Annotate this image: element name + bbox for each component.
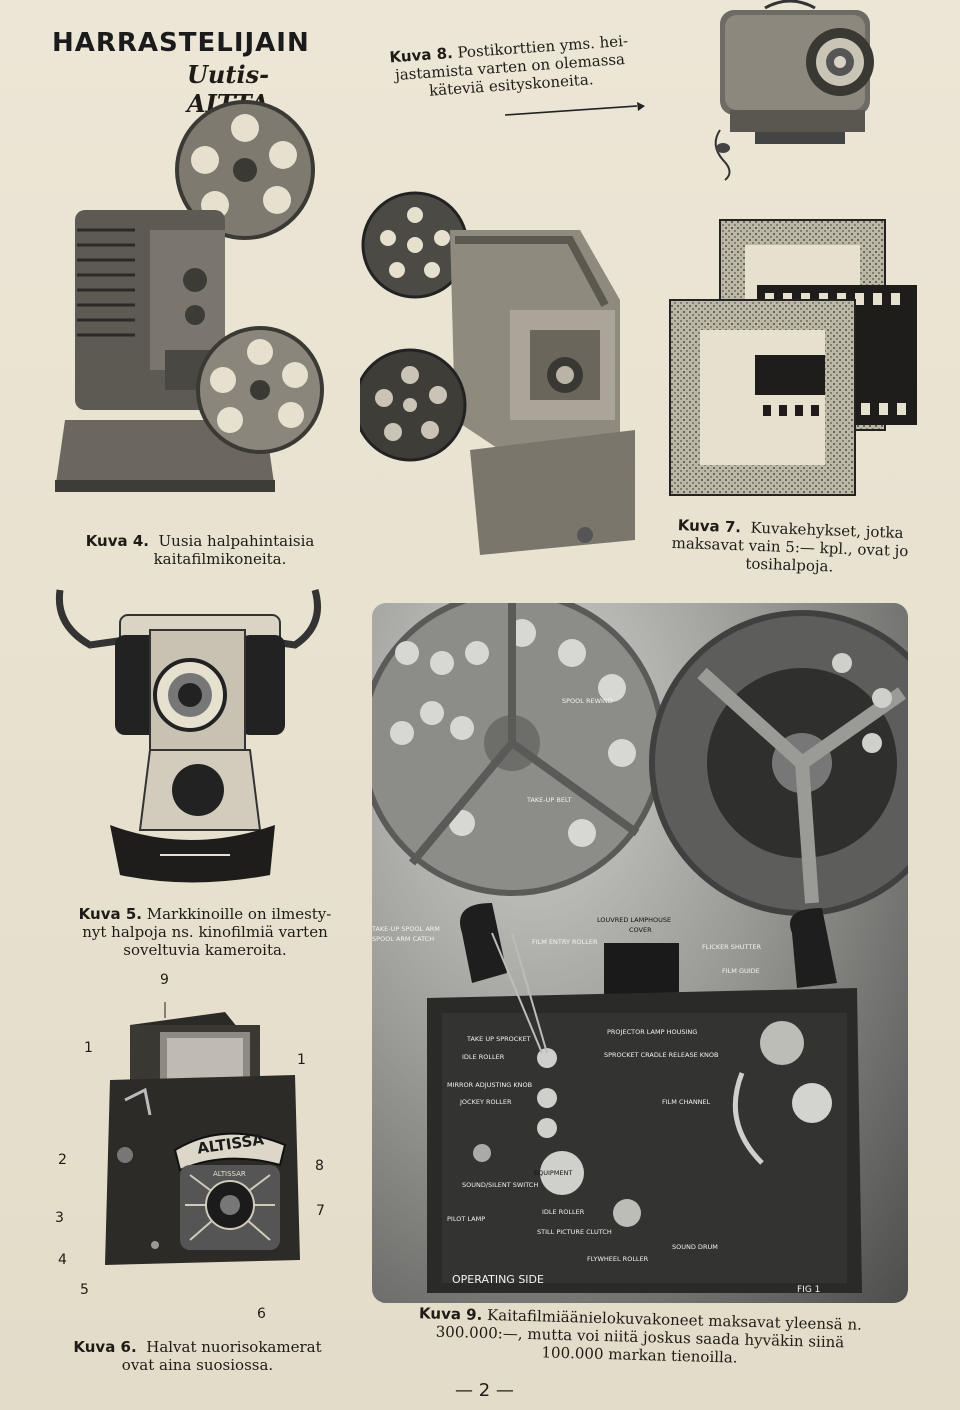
caption-kuva4: Kuva 4. Uusia halpahintaisia kaitafilmik…: [55, 532, 345, 568]
caption-kuva7: Kuva 7. Kuvakehykset, jotka maksavat vai…: [649, 515, 931, 579]
slide-frames-illustration: [665, 215, 925, 505]
photo-label: TAKE-UP SPOOL ARM: [372, 925, 440, 933]
photo-label: FILM ENTRY ROLLER: [532, 938, 598, 946]
photo-label: IDLE ROLLER: [542, 1208, 585, 1216]
sound-projector-photo: SPOOL REWIND TAKE-UP BELT TAKE-UP SPOOL …: [372, 603, 908, 1303]
caption-text: Uusia halpahintaisia: [158, 532, 315, 550]
caption-label: Kuva 5.: [78, 905, 142, 923]
caption-kuva6: Kuva 6. Halvat nuorisokamerat ovat aina …: [55, 1338, 340, 1374]
camera-lens-text: ALTISSAR: [213, 1170, 246, 1178]
callout-number: 1: [84, 1040, 93, 1056]
caption-label: Kuva 4.: [85, 532, 149, 550]
callout-number: 5: [80, 1282, 89, 1298]
photo-label: FLICKER SHUTTER: [702, 943, 761, 951]
callout-number: 8: [315, 1158, 324, 1174]
masthead: HARRASTELIJAIN Uutis-AITTA: [52, 28, 342, 118]
caption-kuva5: Kuva 5. Markkinoille on ilmesty- nyt hal…: [55, 905, 355, 959]
projector-illustration-middle: [360, 170, 650, 560]
photo-label: FIG 1: [797, 1285, 821, 1295]
photo-label: TAKE-UP BELT: [527, 796, 572, 804]
photo-label: PILOT LAMP: [447, 1215, 486, 1223]
photo-label: PROJECTOR LAMP HOUSING: [607, 1028, 698, 1036]
box-camera-illustration: ALTISSA ALTISSAR: [85, 990, 325, 1290]
masthead-line1: HARRASTELIJAIN: [52, 28, 310, 58]
photo-label: COVER: [629, 926, 652, 934]
photo-label: OPERATING SIDE: [452, 1273, 544, 1286]
projector-illustration-left: [55, 100, 335, 500]
photo-label: SOUND DRUM: [672, 1243, 718, 1251]
photo-label: SPROCKET CRADLE RELEASE KNOB: [604, 1051, 719, 1059]
photo-label: FILM GUIDE: [722, 967, 760, 975]
callout-number: 9: [160, 972, 169, 988]
photo-label: FILM CHANNEL: [662, 1098, 711, 1106]
callout-number: 4: [58, 1252, 67, 1268]
caption-text: Markkinoille on ilmesty-: [146, 905, 332, 923]
photo-label: FLYWHEEL ROLLER: [587, 1255, 649, 1263]
page-number: — 2 —: [455, 1380, 514, 1401]
callout-number: 7: [316, 1203, 325, 1219]
arrow-illustration: [505, 100, 645, 120]
caption-kuva8: Kuva 8. Postikorttien yms. hei- jastamis…: [363, 30, 656, 104]
photo-label: SOUND/SILENT SWITCH: [462, 1181, 539, 1189]
callout-number: 1: [297, 1052, 306, 1068]
caption-kuva9: Kuva 9. Kaitafilmiäänielokuvakoneet maks…: [369, 1303, 910, 1371]
photo-label: MIRROR ADJUSTING KNOB: [447, 1081, 533, 1089]
photo-label: TAKE UP SPROCKET: [467, 1035, 531, 1043]
callout-number: 2: [58, 1152, 67, 1168]
caption-text: Halvat nuorisokamerat: [146, 1338, 322, 1356]
caption-text: nyt halpoja ns. kinofilmiä varten: [82, 923, 328, 941]
callout-number: 3: [55, 1210, 64, 1226]
caption-text: kaitafilmikoneita.: [153, 550, 287, 568]
photo-label: LOUVRED LAMPHOUSE: [597, 916, 672, 924]
caption-label: Kuva 9.: [418, 1304, 483, 1324]
caption-label: Kuva 7.: [677, 516, 742, 537]
slide-projector-illustration: [695, 0, 885, 185]
photo-label: STILL PICTURE CLUTCH: [537, 1228, 612, 1236]
photo-label: EQUIPMENT: [534, 1169, 573, 1177]
photo-label: SPOOL REWIND: [562, 697, 613, 705]
caption-text: ovat aina suosiossa.: [121, 1356, 274, 1374]
caption-text: soveltuvia kameroita.: [123, 941, 287, 959]
photo-label: JOCKEY ROLLER: [460, 1098, 512, 1106]
photo-label: SPOOL ARM CATCH: [372, 935, 435, 943]
callout-number: 6: [257, 1306, 266, 1322]
caption-label: Kuva 6.: [73, 1338, 137, 1356]
photo-label: IDLE ROLLER: [462, 1053, 505, 1061]
kino-camera-illustration: [50, 585, 330, 890]
